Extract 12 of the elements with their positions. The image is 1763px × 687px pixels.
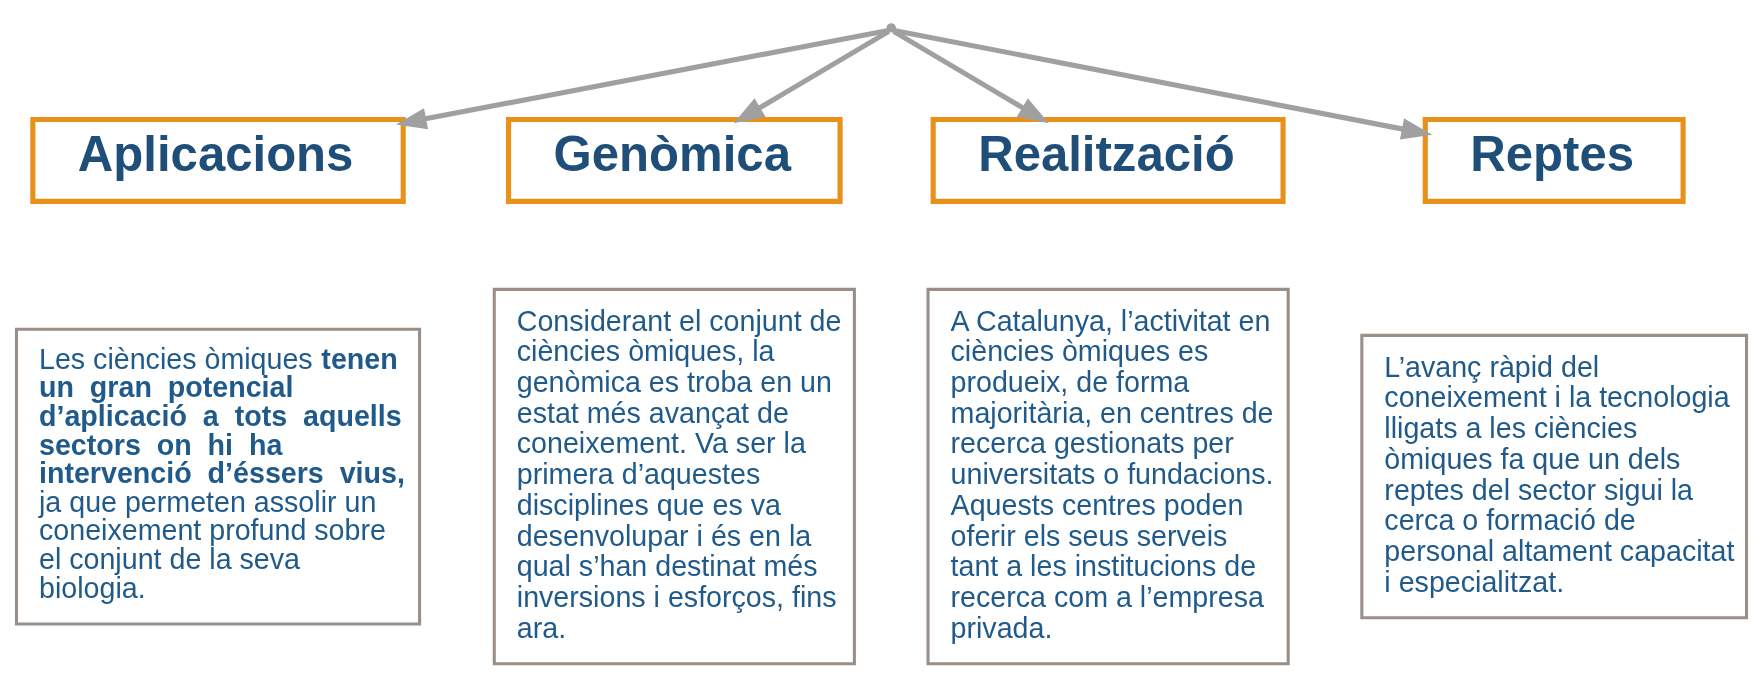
node-box: Reptes — [1422, 116, 1686, 204]
node-box: Les ciències òmiques tenen un gran potencial d’aplicació a tots aquells sectors on hi ha intervenció d’éssers vius, ja que permeten assolir un coneixement profund sobre el conjunt de la seva biologia. — [14, 327, 422, 625]
arrow — [733, 28, 891, 123]
node-box: A Catalunya, l’activitat en ciències òmiques es produeix, de forma majoritària, en centres de recerca gestionats per universitats o fundacions. Aquests centres poden oferir els seus serveis tant a les institucions de recerca com a l’empresa privada. — [926, 287, 1290, 665]
node-box: Genòmica — [506, 116, 843, 204]
node-point — [886, 22, 896, 33]
node-box: Realització — [930, 116, 1286, 204]
arrow — [893, 27, 1433, 139]
node-box: L’avanç ràpid del coneixement i la tecnologia lligats a les ciències òmiques fa que un dels reptes del sector sigui la cerca o formació de personal altament capacitat i especialitzat. — [1360, 333, 1749, 619]
node-box: Aplicacions — [30, 116, 406, 204]
arrow — [395, 27, 889, 129]
node-box: Considerant el conjunt de ciències òmiques, la genòmica es troba en un estat més avançat de coneixement. Va ser la primera d’aquestes disciplines que es va desenvolupar i és en la qual s’han destinat més inversions i esforços, fins ara. — [492, 287, 856, 665]
